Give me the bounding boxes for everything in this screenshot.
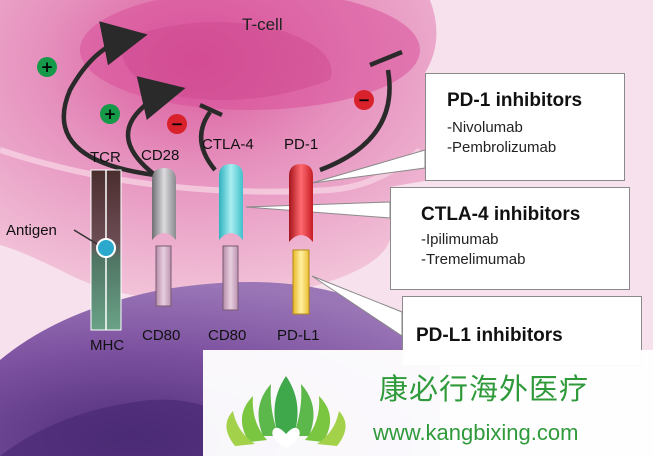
ctla4-inhibition-bar (199, 102, 223, 118)
pd1-drug-1: -Nivolumab (447, 119, 523, 136)
cd28-activation-arrow (125, 76, 186, 177)
pd1-inhibition-arc (319, 69, 392, 173)
ctla4-label: CTLA-4 (202, 136, 254, 153)
apc-nucleus (0, 399, 260, 456)
cd28-label: CD28 (141, 147, 179, 164)
t-cell-label: T-cell (242, 15, 283, 34)
cd80-label-2: CD80 (208, 327, 246, 344)
lotus-logo-icon (226, 376, 346, 448)
plus-badge-2: + (100, 104, 120, 124)
tcr-label: TCR (90, 149, 121, 166)
antigen-leader-line (73, 229, 98, 245)
minus-badge-1: − (167, 114, 187, 134)
plus-badge-1: + (37, 57, 57, 77)
minus-sign-2: − (358, 91, 371, 109)
ctla4-drug-2: -Tremelimumab (421, 251, 526, 268)
ctla4-inhibition-arc (198, 110, 217, 172)
pd1-inhibitors-box: PD-1 inhibitors -Nivolumab -Pembrolizuma… (425, 73, 625, 181)
plus-sign-1: + (41, 58, 54, 76)
watermark-banner: 康必行海外医疗 www.kangbixing.com (203, 350, 653, 456)
plus-sign-2: + (104, 105, 117, 123)
tcr-activation-arrow (61, 21, 156, 178)
cd80-ligand-1 (155, 245, 172, 307)
pd1-inhibition-bar (369, 49, 403, 68)
cd28-receptor (152, 168, 176, 240)
cd80-ligand-2 (222, 245, 239, 311)
ctla4-inhibitors-box: CTLA-4 inhibitors -Ipilimumab -Tremelimu… (390, 187, 630, 290)
pd1-inhibitors-title: PD-1 inhibitors (447, 90, 583, 111)
minus-sign-1: − (171, 115, 184, 133)
pdl1-ligand (292, 249, 310, 315)
ctla4-receptor (219, 164, 243, 240)
t-cell-membrane (0, 147, 423, 195)
brand-url: www.kangbixing.com (373, 420, 579, 445)
pdl1-inhibitors-title: PD-L1 inhibitors (416, 325, 563, 346)
cd80-label-1: CD80 (142, 327, 180, 344)
pdl1-label: PD-L1 (277, 327, 320, 344)
pd1-receptor (289, 164, 313, 242)
minus-badge-2: − (354, 90, 374, 110)
pd1-label: PD-1 (284, 136, 318, 153)
ctla4-inhibitors-title: CTLA-4 inhibitors (421, 204, 581, 225)
mhc-label: MHC (90, 337, 124, 354)
pd1-drug-2: -Pembrolizumab (447, 139, 557, 156)
antigen-label: Antigen (6, 222, 57, 239)
antigen-bead (96, 238, 116, 258)
brand-name-cn: 康必行海外医疗 (379, 372, 590, 406)
ctla4-drug-1: -Ipilimumab (421, 231, 499, 248)
